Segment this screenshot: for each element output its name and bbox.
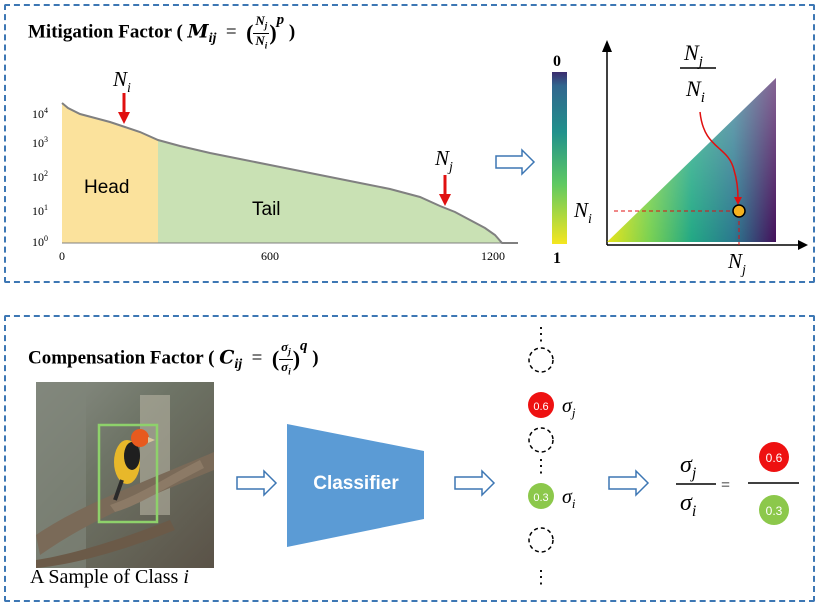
ellipsis-bottom: ⋮ <box>532 567 550 587</box>
flow-arrow-top <box>495 148 536 176</box>
mitigation-num-sub: j <box>264 20 268 31</box>
sample-caption-var: i <box>183 566 189 588</box>
ratio-red-value: 0.6 <box>766 451 783 465</box>
tail-label: Tail <box>252 199 281 220</box>
svg-text:σi: σi <box>680 490 696 520</box>
ratio-green-value: 0.3 <box>766 504 783 518</box>
mitigation-symbol-sub: ij <box>208 31 217 47</box>
bird-photo <box>36 382 214 568</box>
ratio-red-node <box>759 442 789 472</box>
compensation-panel <box>4 315 815 602</box>
output-node-i <box>528 483 554 509</box>
x-tick-600: 600 <box>261 249 279 263</box>
sigma-j-label: σj <box>562 395 576 420</box>
compensation-den-sub: i <box>288 366 291 377</box>
heatmap-axes <box>602 40 808 250</box>
compensation-symbol: C <box>219 346 235 369</box>
mitigation-fraction: Nj Ni <box>253 13 270 52</box>
output-nodes: ⋮ 0.6 σj ⋮ 0.3 σi ⋮ <box>528 324 576 587</box>
compensation-fraction: σj σi <box>279 340 293 378</box>
x-tick-0: 0 <box>59 249 65 263</box>
y-tick-1e2: 102 <box>32 169 48 184</box>
nj-arrow <box>439 175 451 206</box>
mitigation-title-suffix: ) <box>288 21 296 43</box>
heatmap-pointer-arrow <box>699 111 739 199</box>
flow-arrow-1 <box>236 469 278 497</box>
svg-text:Ni: Ni <box>685 76 705 106</box>
classifier-label: Classifier <box>313 473 399 494</box>
compensation-exponent: q <box>300 338 308 355</box>
mitigation-title: Mitigation Factor ( Mij = ( Nj Ni )p ) <box>28 12 296 52</box>
mitigation-panel <box>4 4 815 283</box>
head-label: Head <box>84 177 129 198</box>
sample-caption-text: A Sample of Class <box>30 566 184 588</box>
mitigation-den-sub: i <box>264 40 268 51</box>
y-tick-1e4: 104 <box>32 106 48 121</box>
compensation-title-suffix: ) <box>312 347 319 369</box>
y-axis-ticks: 104 103 102 101 100 <box>32 106 48 249</box>
colorbar <box>552 72 567 244</box>
heatmap-ni-label: Ni <box>573 198 592 227</box>
mitigation-den: N <box>255 32 265 48</box>
compensation-num: σ <box>281 339 289 354</box>
colorbar-bottom-label: 1 <box>553 250 561 267</box>
mitigation-num: N <box>255 13 265 28</box>
sigma-i-label: σi <box>562 486 576 511</box>
nj-marker-label: Nj <box>434 146 453 175</box>
colorbar-top-label: 0 <box>553 53 561 70</box>
mitigation-symbol: M <box>187 20 209 43</box>
y-tick-1e1: 101 <box>32 203 48 218</box>
flow-arrow-2 <box>454 469 496 497</box>
equals-sign: = <box>721 477 730 494</box>
ni-arrow <box>118 93 130 124</box>
output-node-empty <box>528 347 554 373</box>
compensation-title-prefix: Compensation Factor ( <box>28 347 215 369</box>
heatmap-fraction: Nj Ni <box>680 40 716 106</box>
output-node-empty <box>528 527 554 553</box>
compensation-den: σ <box>281 358 289 374</box>
compensation-symbol-sub: ij <box>234 357 243 373</box>
output-node-i-value: 0.3 <box>533 492 548 504</box>
head-region <box>62 103 158 243</box>
sigma-ratio: σj σi = 0.6 0.3 <box>676 442 799 525</box>
ellipsis-top: ⋮ <box>532 324 550 344</box>
output-node-empty <box>528 427 554 453</box>
heatmap-point <box>732 204 746 218</box>
x-axis-ticks: 0 600 1200 <box>59 249 505 263</box>
compensation-title: Compensation Factor ( Cij = ( σj σi )q ) <box>28 338 319 378</box>
heatmap-nj-label: Nj <box>727 249 746 278</box>
svg-text:Nj: Nj <box>683 40 703 70</box>
output-node-j-value: 0.6 <box>533 401 548 413</box>
ellipsis-mid: ⋮ <box>532 456 550 476</box>
svg-text:σj: σj <box>680 452 697 482</box>
distribution-curve <box>61 102 518 244</box>
mitigation-title-prefix: Mitigation Factor ( <box>28 21 183 43</box>
classifier-block <box>287 424 424 547</box>
tail-region <box>158 140 502 243</box>
y-tick-1e3: 103 <box>32 135 48 150</box>
ni-marker-label: Ni <box>112 67 131 96</box>
sample-caption: A Sample of Class i <box>30 566 189 589</box>
y-tick-1e0: 100 <box>32 234 48 249</box>
ratio-green-node <box>759 495 789 525</box>
flow-arrow-3 <box>608 469 650 497</box>
x-tick-1200: 1200 <box>481 249 505 263</box>
bird-bounding-box <box>97 423 159 524</box>
output-node-j <box>528 392 554 418</box>
compensation-num-sub: j <box>288 346 291 357</box>
mitigation-exponent: p <box>276 12 285 29</box>
